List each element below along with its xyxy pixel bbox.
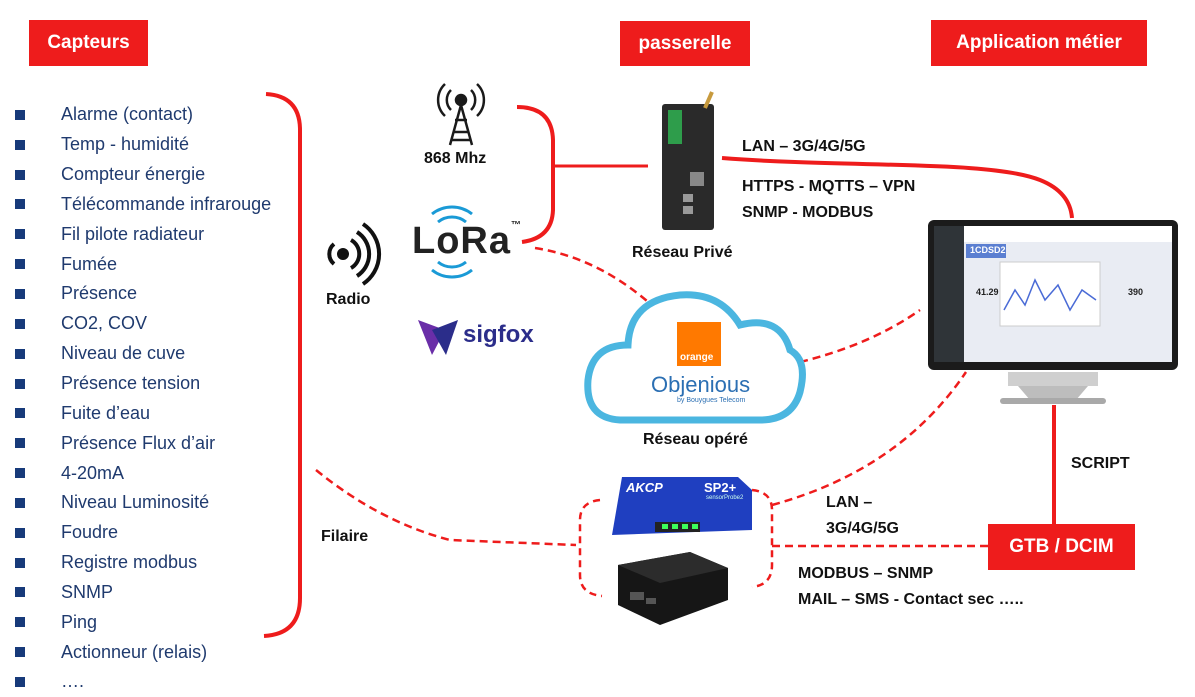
sensor-list: Alarme (contact) Temp - humidité Compteu… [15,100,271,697]
list-item: Ping [15,607,271,637]
list-item: Présence tension [15,369,271,399]
bullet-icon [15,109,25,120]
bullet-icon [15,527,25,538]
lan-bottom-label: LAN – 3G/4G/5G [826,494,899,537]
list-item: CO2, COV [15,309,271,339]
raspberry-box [618,552,728,625]
header-gtb: GTB / DCIM [988,524,1135,570]
link-devices-app [771,371,968,507]
radio-waves-icon [327,222,382,286]
bullet-icon [15,169,25,180]
protocols-label: HTTPS - MQTTS – VPN SNMP - MODBUS [742,178,916,221]
monitor-value-1: 41.29 [976,287,999,297]
sp2-sub: sensorProbe2 [706,495,744,501]
lora-logo: LoRa™ [412,220,522,262]
antenna-icon [436,83,486,146]
reseau-opere-label: Réseau opéré [643,431,748,448]
sp2-logo: SP2+ [704,480,737,495]
reseau-prive-label: Réseau Privé [632,244,733,261]
list-item: Temp - humidité [15,130,271,160]
akcp-device [612,477,752,535]
sigfox-logo: sigfox [463,321,534,348]
bullet-icon [15,438,25,449]
sensor-brace [263,92,302,638]
objenious-sub: by Bouygues Telecom [677,397,746,404]
list-item: 4-20mA [15,458,271,488]
bullet-icon [15,139,25,150]
link-lora-cloud [534,246,656,309]
bullet-icon [15,647,25,658]
list-item: Télécommande infrarouge [15,190,271,220]
monitor-value-2: 390 [1128,287,1144,297]
bottom-protocols-label: MODBUS – SNMP MAIL – SMS - Contact sec …… [798,565,1024,608]
list-item: Registre modbus [15,548,271,578]
monitor-icon [928,220,1178,404]
list-item: Alarme (contact) [15,100,271,130]
lan-top-label: LAN – 3G/4G/5G [742,138,866,155]
bullet-icon [15,497,25,508]
bullet-icon [15,587,25,598]
orange-logo: orange [680,352,714,363]
list-item: Compteur énergie [15,160,271,190]
list-item: Foudre [15,518,271,548]
header-passerelle: passerelle [620,21,750,66]
devices-left-brace [578,498,603,598]
list-item: Fuite d’eau [15,398,271,428]
bullet-icon [15,288,25,299]
list-item: SNMP [15,578,271,608]
bullet-icon [15,408,25,419]
header-application: Application métier [931,20,1147,66]
radio-label: Radio [326,291,371,308]
cloud-icon [584,291,806,424]
bullet-icon [15,468,25,479]
list-item: Niveau Luminosité [15,488,271,518]
filaire-label: Filaire [321,528,369,545]
bullet-icon [15,676,25,687]
link-cloud-app [799,308,921,364]
bullet-icon [15,617,25,628]
bullet-icon [15,259,25,270]
link-gateway-app [721,156,1074,219]
bullet-icon [15,318,25,329]
bullet-icon [15,348,25,359]
list-item: Fil pilote radiateur [15,219,271,249]
bullet-icon [15,229,25,240]
list-item: Fumée [15,249,271,279]
bullet-icon [15,199,25,210]
lora-signal-icon [431,205,473,279]
list-item: Actionneur (relais) [15,637,271,667]
header-capteurs: Capteurs [29,20,148,66]
radio-brace [516,105,555,244]
gateway-device [662,91,714,230]
monitor-title: 1CDSD2 [970,245,1006,255]
objenious-logo: Objenious [651,372,751,397]
bullet-icon [15,378,25,389]
devices-right-brace [751,488,774,589]
script-label: SCRIPT [1071,455,1130,472]
bullet-icon [15,557,25,568]
list-item: Présence [15,279,271,309]
akcp-logo: AKCP [626,480,663,495]
list-item: Niveau de cuve [15,339,271,369]
list-item: Présence Flux d’air [15,428,271,458]
freq-label: 868 Mhz [424,150,487,167]
link-filaire [315,469,577,547]
sigfox-icon [418,320,458,355]
